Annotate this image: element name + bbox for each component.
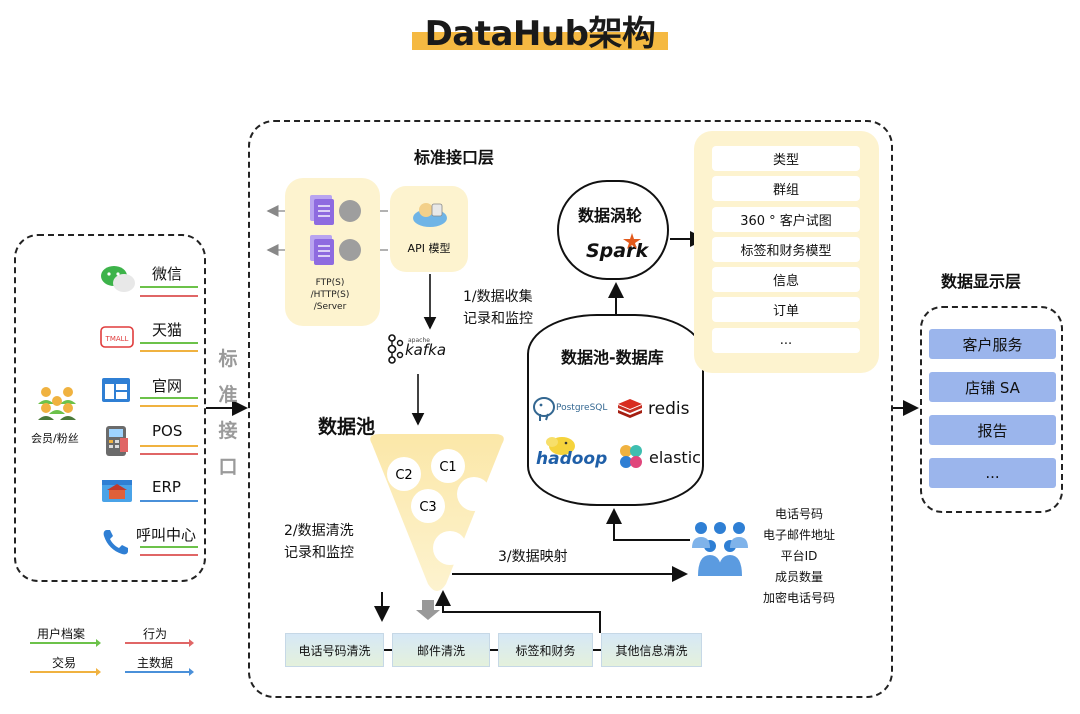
- display-item-store-sa: 店铺 SA: [929, 372, 1056, 402]
- attr-tag-finance-model: 标签和财务模型: [712, 237, 860, 262]
- db-title: 数据池-数据库: [561, 348, 664, 367]
- elastic-icon: [620, 445, 642, 468]
- clean-step-tags: 标签和财务: [498, 633, 593, 667]
- postgresql-label: PostgreSQL: [556, 403, 608, 413]
- display-item-report: 报告: [929, 415, 1056, 445]
- clean-step-phone: 电话号码清洗: [285, 633, 384, 667]
- turbine-title: 数据涡轮: [578, 206, 643, 225]
- source-label-website: 官网: [152, 377, 183, 395]
- legend-line-profile: [30, 642, 96, 644]
- api-icon: [413, 203, 447, 227]
- legend-label-transaction: 交易: [52, 656, 77, 670]
- legend-line-behavior: [125, 642, 189, 644]
- mapping-note: 3/数据映射: [498, 549, 568, 565]
- data-pool-funnel: C1 C2 C3: [370, 434, 504, 591]
- source-label-erp: ERP: [152, 478, 181, 496]
- std-interface-char-3: 接: [218, 420, 238, 442]
- svg-text:C3: C3: [419, 500, 436, 515]
- phone-icon: [103, 530, 128, 555]
- kafka-label: kafka: [405, 341, 447, 359]
- kafka-icon: [387, 334, 404, 364]
- collect-note: 1/数据收集 记录和监控: [463, 289, 533, 327]
- platform-group: [248, 120, 893, 698]
- source-label-pos: POS: [152, 422, 183, 440]
- source-group: [14, 234, 206, 582]
- clean-step-other: 其他信息清洗: [601, 633, 702, 667]
- title-block: DataHub架构: [412, 6, 668, 54]
- attr-360-view: 360 ° 客户试图: [712, 207, 860, 232]
- kafka-small-label: apache: [408, 337, 430, 344]
- attr-more: ...: [712, 328, 860, 353]
- redis-label: redis: [648, 399, 690, 419]
- title-highlight: [412, 32, 668, 50]
- display-group: [920, 306, 1063, 513]
- data-turbine: [557, 180, 669, 280]
- redis-icon: [618, 399, 642, 418]
- website-icon: [102, 378, 130, 402]
- svg-text:C1: C1: [439, 460, 456, 475]
- pos-icon: [106, 426, 128, 456]
- spark-star-icon: [623, 233, 641, 249]
- erp-icon: [102, 480, 132, 502]
- svg-text:TMALL: TMALL: [105, 335, 129, 343]
- api-panel: [390, 186, 468, 272]
- api-label: API 模型: [407, 242, 451, 255]
- hadoop-icon: [546, 437, 575, 455]
- ftp-file-icons: [310, 195, 361, 265]
- display-item-customer-service: 客户服务: [929, 329, 1056, 359]
- members-label: 会员/粉丝: [31, 432, 79, 445]
- std-interface-char-2: 准: [218, 384, 238, 406]
- legend-line-master: [125, 671, 189, 673]
- std-interface-char-4: 口: [218, 456, 238, 478]
- clean-note: 2/数据清洗 记录和监控: [284, 523, 354, 561]
- ftp-label: FTP(S) /HTTP(S) /Server: [310, 278, 350, 312]
- legend-line-transaction: [30, 671, 96, 673]
- display-title: 数据显示层: [941, 272, 1022, 291]
- display-item-more: ...: [929, 458, 1056, 488]
- people-icon: [692, 522, 748, 576]
- legend-label-profile: 用户档案: [37, 627, 86, 641]
- attr-info: 信息: [712, 267, 860, 292]
- attr-type: 类型: [712, 146, 860, 171]
- std-interface-char-1: 标: [218, 348, 238, 370]
- identity-fields: 电话号码 电子邮件地址 平台ID 成员数量 加密电话号码: [762, 507, 835, 605]
- source-label-callcenter: 呼叫中心: [136, 526, 197, 544]
- data-pool-database: [527, 314, 704, 506]
- attr-group: 群组: [712, 176, 860, 201]
- attr-order: 订单: [712, 297, 860, 322]
- source-label-tmall: 天猫: [152, 321, 183, 339]
- pool-title: 数据池: [318, 416, 376, 438]
- wechat-icon: [101, 266, 135, 292]
- source-label-wechat: 微信: [152, 265, 183, 283]
- members-icon: [38, 387, 76, 420]
- hadoop-label: hadoop: [536, 449, 608, 469]
- spark-label: Spark: [586, 240, 649, 262]
- elastic-label: elastic: [649, 448, 701, 467]
- legend-label-master: 主数据: [137, 656, 174, 670]
- postgresql-icon: [533, 397, 555, 421]
- std-layer-title: 标准接口层: [414, 148, 495, 167]
- clean-step-email: 邮件清洗: [392, 633, 490, 667]
- svg-text:C2: C2: [395, 468, 412, 483]
- page-title: DataHub架构: [424, 14, 656, 54]
- tmall-icon: TMALL: [100, 326, 134, 348]
- legend-label-behavior: 行为: [143, 627, 168, 641]
